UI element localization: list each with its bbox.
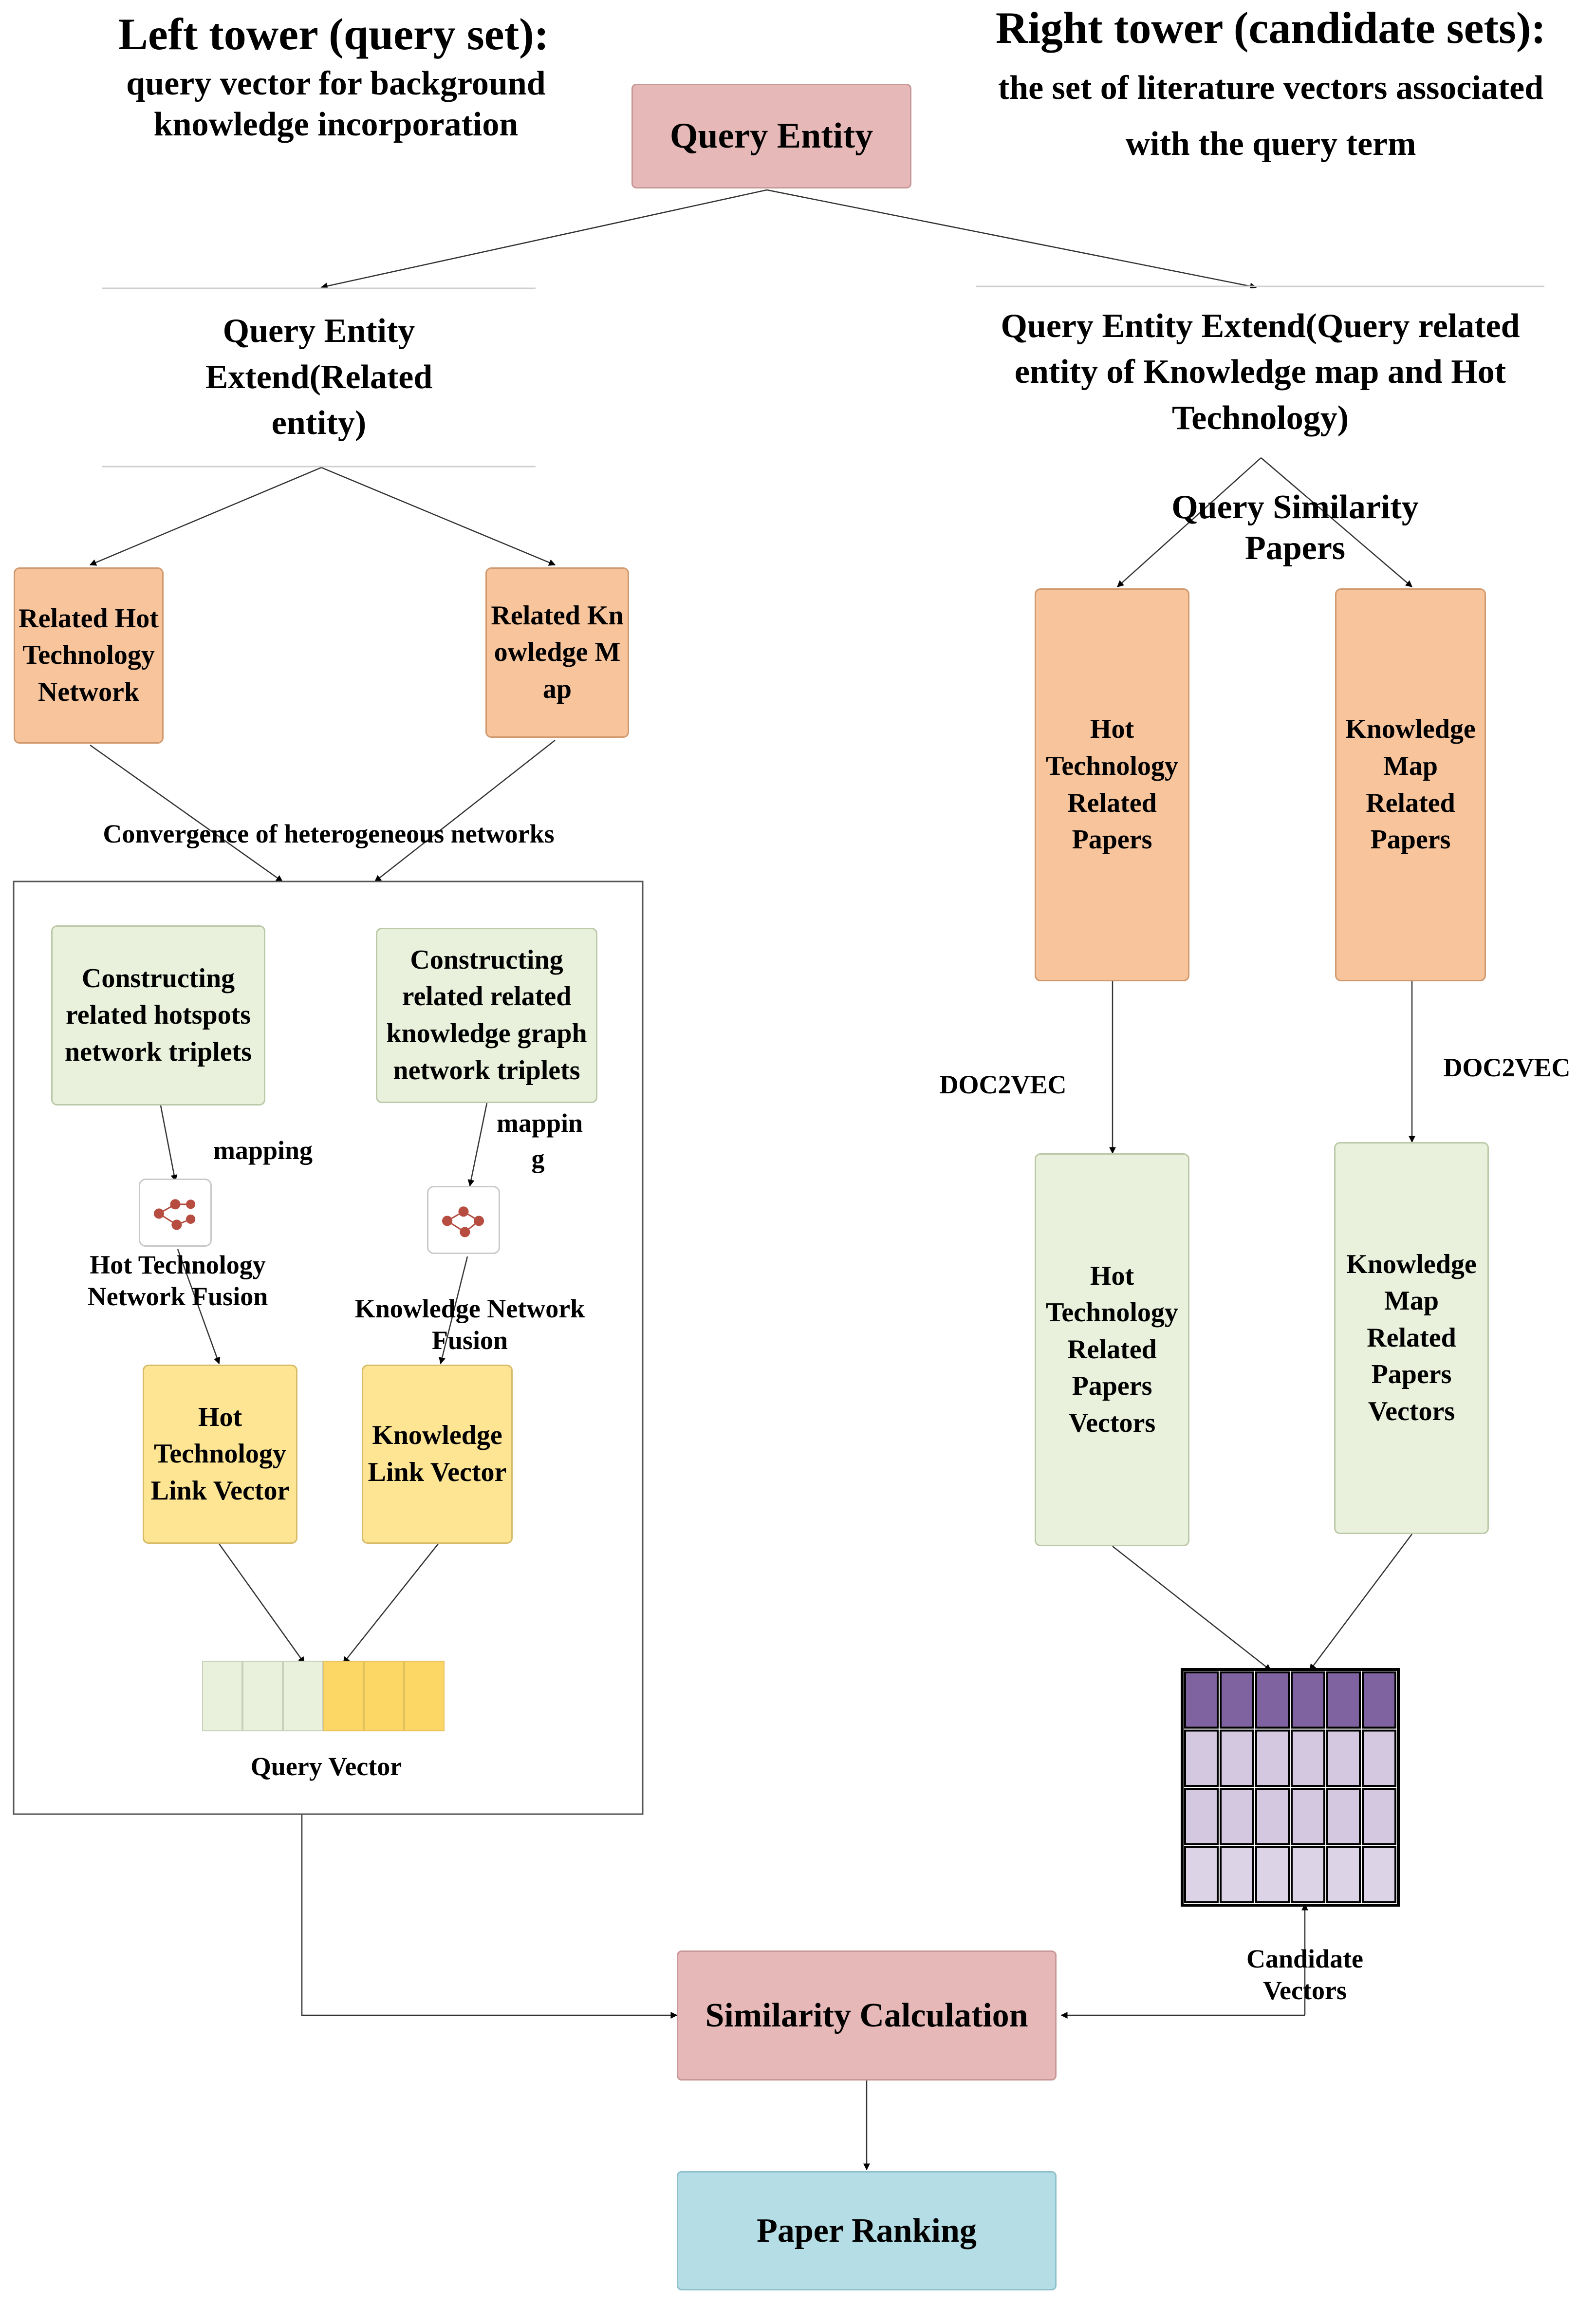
edge-query-vector-to-similarity — [301, 1814, 678, 2019]
candidate-matrix-cell — [1184, 1788, 1219, 1845]
left-extend-label: Query Entity Extend(Related entity) — [205, 312, 433, 442]
left-tower-subtitle: query vector for background knowledge in… — [126, 65, 546, 143]
candidate-matrix-cell — [1220, 1729, 1254, 1787]
knowledge-map-papers-node: Knowledge Map Related Papers — [1335, 588, 1486, 981]
candidate-matrix-cell — [1184, 1671, 1219, 1729]
mapping-right-label: mappin g — [497, 1108, 583, 1173]
right-tower-title: Right tower (candidate sets): the set of… — [984, 0, 1558, 168]
query-entity-node: Query Entity — [631, 84, 911, 188]
left-extend-node: Query Entity Extend(Related entity) — [102, 290, 536, 465]
query-vector-cell — [202, 1661, 242, 1731]
edge-km-to-convergence — [374, 740, 556, 882]
similarity-calculation-node: Similarity Calculation — [677, 1950, 1057, 2081]
related-hot-technology-label: Related Hot Technology Network — [19, 603, 159, 707]
edge-query-to-right-extend — [766, 189, 1257, 290]
edge-left-extend-to-hot — [89, 467, 322, 566]
edge-hotspots-to-icon — [160, 1105, 178, 1182]
candidate-matrix-cell — [1362, 1729, 1396, 1787]
knowledge-map-papers-vectors-label: Knowledge Map Related Papers Vectors — [1346, 1249, 1477, 1426]
candidate-matrix-cell — [1184, 1846, 1219, 1903]
candidate-matrix-cell — [1291, 1846, 1325, 1903]
hot-technology-link-vector-label: Hot Technology Link Vector — [150, 1402, 290, 1506]
edge-kg-to-icon — [467, 1103, 488, 1187]
construct-hotspots-node: Constructing related hotspots network tr… — [51, 925, 265, 1106]
right-tower-title-text: Right tower (candidate sets): — [995, 3, 1546, 53]
related-hot-technology-node: Related Hot Technology Network — [14, 567, 164, 744]
edge-hot-icon-to-link — [177, 1249, 221, 1365]
left-tower-title: Left tower (query set): — [118, 9, 549, 59]
edge-kg-icon-to-link — [439, 1256, 468, 1365]
hot-technology-papers-vectors-label: Hot Technology Related Papers Vectors — [1046, 1260, 1178, 1438]
mapping-left-label: mapping — [213, 1136, 313, 1165]
similarity-calculation-label: Similarity Calculation — [705, 1996, 1028, 2034]
query-vector-cell — [404, 1661, 445, 1731]
candidate-matrix-cell — [1362, 1788, 1396, 1845]
paper-ranking-label: Paper Ranking — [757, 2212, 977, 2250]
knowledge-link-vector-label: Knowledge Link Vector — [368, 1420, 507, 1487]
edge-query-to-left-extend — [320, 189, 767, 290]
hot-technology-papers-label: Hot Technology Related Papers — [1046, 714, 1178, 855]
construct-knowledge-label: Constructing related related knowledge g… — [386, 944, 587, 1086]
candidate-matrix-cell — [1291, 1729, 1325, 1787]
candidate-vectors-label: Candidate Vectors — [1246, 1944, 1364, 2005]
knowledge-link-vector-node: Knowledge Link Vector — [362, 1365, 513, 1544]
edge-kg-link-to-query-vector — [343, 1543, 439, 1664]
query-vector-label: Query Vector — [250, 1752, 402, 1781]
doc2vec-left-label: DOC2VEC — [939, 1070, 1067, 1099]
candidate-vector-matrix — [1181, 1668, 1400, 1907]
knowledge-network-fusion-label: Knowledge Network Fusion — [354, 1294, 585, 1355]
candidate-matrix-cell — [1220, 1671, 1254, 1729]
candidate-matrix-cell — [1255, 1846, 1290, 1903]
hot-network-icon — [139, 1179, 212, 1247]
knowledge-network-icon — [427, 1186, 500, 1254]
right-extend-node: Query Entity Extend(Query related entity… — [976, 288, 1544, 456]
edge-hot-link-to-query-vector — [218, 1543, 305, 1664]
hot-technology-papers-vectors-node: Hot Technology Related Papers Vectors — [1035, 1153, 1189, 1546]
candidate-matrix-cell — [1255, 1788, 1290, 1845]
doc2vec-right-label: DOC2VEC — [1443, 1053, 1571, 1082]
candidate-matrix-cell — [1362, 1671, 1396, 1729]
candidate-matrix-cell — [1291, 1788, 1325, 1845]
right-extend-label: Query Entity Extend(Query related entity… — [1001, 307, 1520, 437]
query-similarity-label: Query Similarity Papers — [1171, 488, 1419, 567]
query-vector-cell — [242, 1661, 283, 1731]
candidate-matrix-cell — [1220, 1788, 1254, 1845]
related-knowledge-map-label: Related Knowledge Map — [491, 600, 624, 704]
candidate-matrix-cell — [1326, 1729, 1361, 1787]
candidate-matrix-cell — [1291, 1671, 1325, 1729]
hot-technology-papers-node: Hot Technology Related Papers — [1035, 588, 1189, 981]
edge-hot-vectors-to-matrix — [1112, 1546, 1272, 1671]
candidate-matrix-cell — [1326, 1788, 1361, 1845]
candidate-matrix-cell — [1220, 1846, 1254, 1903]
related-knowledge-map-node: Related Knowledge Map — [485, 567, 629, 738]
query-entity-label: Query Entity — [669, 116, 873, 156]
candidate-matrix-cell — [1326, 1671, 1361, 1729]
candidate-matrix-cell — [1362, 1846, 1396, 1903]
query-vector-cell — [323, 1661, 364, 1731]
query-vector-cell — [364, 1661, 404, 1731]
paper-ranking-node: Paper Ranking — [677, 2171, 1057, 2290]
left-container — [13, 881, 644, 1815]
construct-hotspots-label: Constructing related hotspots network tr… — [64, 963, 252, 1067]
knowledge-map-papers-label: Knowledge Map Related Papers — [1345, 714, 1476, 855]
knowledge-map-papers-vectors-node: Knowledge Map Related Papers Vectors — [1334, 1142, 1489, 1534]
edge-right-extend-to-hot-papers — [1116, 457, 1262, 587]
convergence-label: Convergence of heterogeneous networks — [103, 819, 555, 848]
construct-knowledge-node: Constructing related related knowledge g… — [376, 928, 597, 1103]
candidate-matrix-cell — [1255, 1729, 1290, 1787]
edge-left-extend-to-km — [321, 467, 556, 566]
candidate-matrix-cell — [1255, 1671, 1290, 1729]
edge-hot-to-convergence — [90, 744, 283, 882]
hot-technology-link-vector-node: Hot Technology Link Vector — [143, 1365, 297, 1544]
candidate-matrix-cell — [1326, 1846, 1361, 1903]
edge-km-vectors-to-matrix — [1309, 1534, 1412, 1671]
right-tower-subtitle: the set of literature vectors associated… — [998, 69, 1544, 163]
query-vector-cell — [283, 1661, 323, 1731]
candidate-matrix-cell — [1184, 1729, 1219, 1787]
edge-right-extend-to-km-papers — [1261, 457, 1413, 587]
hot-network-fusion-label: Hot Technology Network Fusion — [87, 1250, 268, 1311]
